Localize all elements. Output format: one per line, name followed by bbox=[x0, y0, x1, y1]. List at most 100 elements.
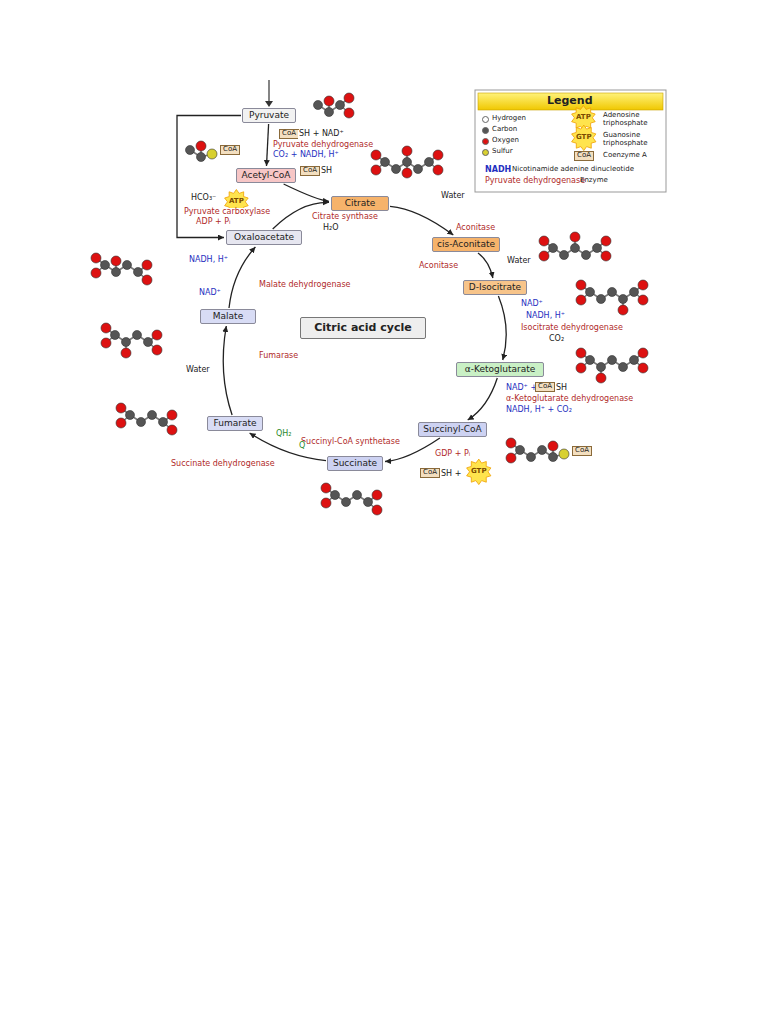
atom bbox=[372, 490, 382, 500]
atom bbox=[123, 261, 132, 270]
process-box: D-Isocitrate bbox=[463, 280, 527, 295]
legend-text: Hydrogen bbox=[492, 115, 526, 123]
coenzyme-tag: CoA bbox=[279, 129, 299, 139]
coenzyme-tag: CoA bbox=[220, 145, 240, 155]
process-box: Pyruvate bbox=[242, 108, 296, 123]
atom bbox=[570, 232, 580, 242]
energy-label: ATP bbox=[575, 114, 592, 122]
reaction-label: Aconitase bbox=[455, 224, 496, 233]
atom bbox=[152, 330, 162, 340]
atom bbox=[596, 373, 606, 383]
atom bbox=[619, 295, 628, 304]
atom bbox=[134, 268, 143, 277]
atom bbox=[344, 93, 354, 103]
reaction-label: NAD⁺ bbox=[198, 289, 222, 298]
atom bbox=[142, 260, 152, 270]
atom bbox=[321, 498, 331, 508]
reaction-arrow bbox=[223, 326, 232, 415]
atom bbox=[630, 356, 639, 365]
reaction-arrow bbox=[390, 206, 453, 235]
legend-swatch bbox=[482, 116, 489, 123]
atom bbox=[111, 256, 121, 266]
reaction-arrow bbox=[284, 184, 329, 201]
reaction-label: Water bbox=[506, 257, 532, 266]
atom bbox=[638, 348, 648, 358]
process-box: cis-Aconitate bbox=[432, 237, 500, 252]
reaction-label: SH + NAD⁺ bbox=[298, 130, 345, 139]
energy-label: ATP bbox=[228, 198, 245, 206]
reaction-label: CO₂ bbox=[548, 335, 565, 344]
legend-text: Carbon bbox=[492, 126, 517, 134]
atom bbox=[506, 453, 516, 463]
reaction-arrow bbox=[478, 253, 493, 278]
atom bbox=[638, 280, 648, 290]
node-label: cis-Aconitate bbox=[437, 239, 495, 249]
atom bbox=[133, 331, 142, 340]
reaction-label: Pyruvate dehydrogenase bbox=[484, 177, 586, 186]
reaction-label: Water bbox=[185, 366, 211, 375]
legend-swatch bbox=[482, 138, 489, 145]
atom bbox=[560, 251, 569, 260]
process-box: Acetyl-CoA bbox=[236, 168, 296, 183]
reaction-label: Citrate synthase bbox=[311, 213, 379, 222]
atom bbox=[101, 261, 110, 270]
node-label: D-Isocitrate bbox=[469, 282, 521, 292]
reaction-label: Pyruvate carboxylase bbox=[183, 208, 271, 217]
atom bbox=[167, 425, 177, 435]
process-box: Malate bbox=[200, 309, 256, 324]
reaction-label: NAD⁺ bbox=[520, 300, 544, 309]
reaction-label: SH bbox=[555, 384, 568, 393]
reaction-label: H₂O bbox=[322, 224, 340, 233]
atom bbox=[638, 295, 648, 305]
coenzyme-tag: CoA bbox=[300, 166, 320, 176]
atom bbox=[403, 158, 412, 167]
atom bbox=[372, 505, 382, 515]
atom bbox=[186, 146, 195, 155]
atom bbox=[425, 158, 434, 167]
reaction-label: NADH bbox=[484, 166, 512, 175]
atom bbox=[152, 345, 162, 355]
node-label: Succinyl-CoA bbox=[423, 424, 482, 434]
energy-star bbox=[572, 125, 596, 151]
node-label: Oxaloacetate bbox=[234, 232, 294, 242]
molecules bbox=[91, 93, 648, 515]
atom bbox=[582, 251, 591, 260]
atom bbox=[121, 348, 131, 358]
node-label: Malate bbox=[213, 311, 243, 321]
atom bbox=[608, 356, 617, 365]
reaction-arrow bbox=[267, 124, 269, 166]
atom bbox=[331, 491, 340, 500]
legend-text: Enzyme bbox=[580, 177, 608, 185]
legend-text: Nicotinamide adenine dinucleotide bbox=[512, 166, 634, 174]
atom bbox=[126, 411, 135, 420]
atom bbox=[576, 363, 586, 373]
legend-text: Guanosine triphosphate bbox=[603, 132, 663, 147]
legend-text: Coenzyme A bbox=[603, 152, 663, 160]
atom bbox=[381, 158, 390, 167]
reaction-label: Succinate dehydrogenase bbox=[170, 460, 276, 469]
process-box: Citrate bbox=[331, 196, 389, 211]
node-label: α-Ketoglutarate bbox=[465, 364, 535, 374]
input-arrow bbox=[268, 80, 269, 103]
atom bbox=[91, 253, 101, 263]
atom bbox=[392, 165, 401, 174]
node-label: Citric acid cycle bbox=[314, 322, 412, 335]
reaction-arrow bbox=[468, 378, 498, 420]
reaction-label: NAD⁺ + bbox=[505, 384, 538, 393]
atom bbox=[148, 411, 157, 420]
legend-swatch bbox=[482, 127, 489, 134]
reaction-label: Pyruvate dehydrogenase bbox=[272, 141, 374, 150]
atom bbox=[112, 268, 121, 277]
process-box: Oxaloacetate bbox=[226, 230, 302, 245]
reaction-label: QH₂ bbox=[275, 430, 293, 439]
atom bbox=[111, 331, 120, 340]
reaction-label: ADP + Pᵢ bbox=[195, 218, 232, 227]
atom bbox=[344, 108, 354, 118]
atom bbox=[618, 305, 628, 315]
legend-text: Adenosine triphosphate bbox=[603, 112, 663, 127]
atom bbox=[371, 165, 381, 175]
atom bbox=[516, 446, 525, 455]
node-label: Pyruvate bbox=[249, 110, 289, 120]
